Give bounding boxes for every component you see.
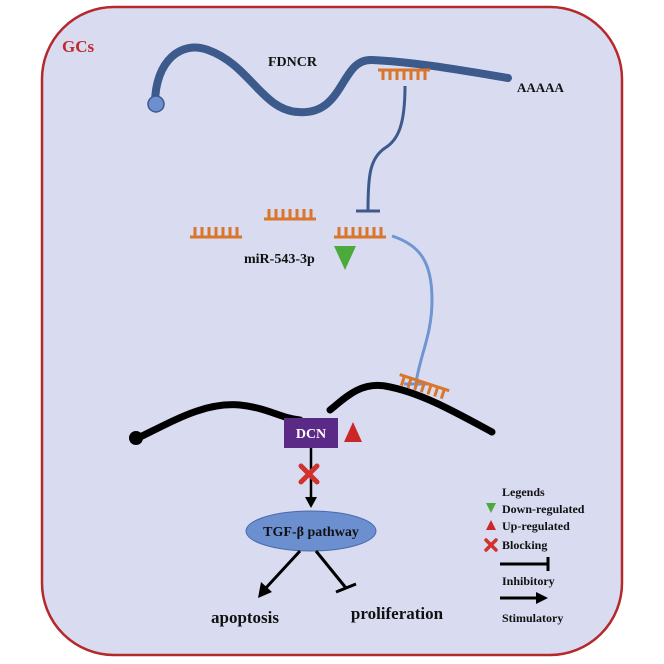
legend-inhibitory-label: Inhibitory bbox=[502, 574, 555, 588]
tgf-beta-pathway-node bbox=[245, 510, 377, 552]
legend-up-label: Up-regulated bbox=[502, 519, 570, 533]
mirna-label: miR-543-3p bbox=[244, 252, 315, 267]
arrowhead-apoptosis bbox=[258, 582, 272, 598]
lncrna-label: FDNCR bbox=[268, 55, 318, 70]
stimulatory-arrow-apoptosis bbox=[262, 549, 302, 592]
cell-boundary bbox=[40, 5, 624, 657]
proliferation-label: proliferation bbox=[351, 604, 444, 623]
legend-stimulatory-head bbox=[536, 592, 548, 604]
inhibitory-bar-proliferation bbox=[335, 582, 357, 594]
up-regulated-icon bbox=[344, 422, 362, 442]
cell-label: GCs bbox=[62, 37, 95, 56]
legend-up-icon bbox=[486, 520, 496, 530]
dcn-label: DCN bbox=[296, 427, 326, 442]
lncrna-cap bbox=[147, 95, 165, 113]
dcn-mrna-cap bbox=[129, 431, 143, 445]
blocking-icon bbox=[298, 463, 320, 485]
arrowhead-dcn bbox=[305, 497, 317, 508]
inhibitory-connector-lncrna bbox=[366, 85, 407, 211]
apoptosis-label: apoptosis bbox=[211, 608, 279, 627]
legend-title: Legends bbox=[502, 485, 545, 499]
legend-down-label: Down-regulated bbox=[502, 502, 585, 516]
legend-stimulatory-label: Stimulatory bbox=[502, 611, 563, 625]
legend-blocking-icon bbox=[484, 538, 498, 552]
dcn-mrna-strand bbox=[134, 381, 496, 442]
pathway-label: TGF-β pathway bbox=[263, 525, 359, 540]
down-regulated-icon bbox=[334, 246, 356, 270]
inhibitory-connector-mirna bbox=[391, 234, 434, 384]
dcn-gene-box bbox=[284, 418, 338, 448]
inhibitory-arrow-proliferation bbox=[314, 550, 348, 589]
legend: Legends Down-regulated Up-regulated Bloc… bbox=[484, 485, 585, 625]
legend-down-icon bbox=[486, 503, 496, 513]
polya-label: AAAAA bbox=[517, 80, 565, 95]
legend-blocking-label: Blocking bbox=[502, 538, 547, 552]
lncrna-strand bbox=[151, 43, 512, 117]
